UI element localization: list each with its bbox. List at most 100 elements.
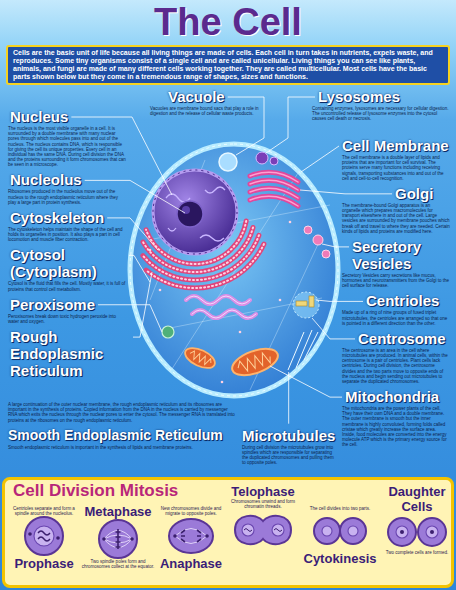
label-slot: Vacuole	[168, 88, 225, 105]
mitosis-figure	[322, 526, 332, 536]
part-note: A large continuation of the outer nuclea…	[8, 402, 238, 423]
ribosome	[279, 299, 282, 302]
label-slot: Secretory Vesicles carry secretions like…	[342, 273, 450, 289]
stage-name: Prophase	[8, 556, 80, 571]
label-slot: Microtubules	[242, 427, 335, 444]
stage-note: New chromosomes divide and migrate to op…	[156, 506, 226, 516]
label-slot: Centrioles	[366, 292, 439, 309]
mitochondrion	[229, 343, 282, 380]
leader-line	[228, 97, 264, 155]
mitosis-figure	[56, 536, 60, 540]
golgi	[250, 172, 298, 206]
secretory-vesicle	[304, 226, 312, 234]
label-slot: Made up of a ring of nine groups of fuse…	[342, 310, 450, 326]
mitosis-figure	[169, 519, 213, 553]
microtubule	[288, 330, 318, 370]
mitosis-figure	[169, 519, 213, 553]
label-slot: Cytosol (Cytoplasm)	[10, 246, 126, 280]
peroxisome	[162, 326, 174, 338]
label-slot: The nucleus is the most visible organell…	[8, 126, 126, 167]
part-name: Centrioles	[366, 292, 439, 309]
mitosis-figure	[235, 516, 291, 544]
part-name: Cytoskeleton	[10, 209, 104, 226]
part-note: Vacuoles are membrane bound sacs that pl…	[150, 106, 260, 116]
label-slot: The centrosome is an area in the cell wh…	[342, 348, 450, 384]
label-slot: A large continuation of the outer nuclea…	[8, 402, 238, 423]
cell-membrane	[130, 144, 338, 396]
part-note: During cell division the microtubules gr…	[242, 445, 338, 466]
part-name: Rough Endoplasmic Reticulum	[10, 328, 130, 379]
part-note: Peroxisomes break down toxic hydrogen pe…	[8, 314, 126, 324]
label-slot: Centrosome	[358, 330, 446, 347]
leader-line	[301, 146, 339, 172]
mitosis-figure	[130, 537, 134, 541]
part-note: The mitochondria are the power plants of…	[342, 406, 450, 447]
label-slot: Cell Membrane	[342, 137, 449, 154]
part-note: Ribosomes produced in the nucleolus move…	[8, 189, 126, 205]
label-slot: Golgi	[395, 185, 433, 202]
part-name: Nucleolus	[10, 171, 82, 188]
ribosome	[221, 381, 224, 384]
mitosis-figure	[173, 534, 177, 538]
label-slot: Smooth endoplasmic reticulum is importan…	[8, 445, 193, 450]
part-name: Smooth Endoplasmic Reticulum	[8, 427, 223, 444]
cell-membrane	[130, 144, 338, 396]
ribosome	[289, 221, 292, 224]
mitochondrion	[182, 344, 218, 372]
mitosis-figure	[116, 529, 121, 549]
mitosis-figure	[314, 518, 366, 544]
label-slot: Mitochondria	[345, 388, 439, 405]
mitochondrion	[182, 344, 218, 372]
smooth-er	[186, 296, 256, 318]
ribosome	[149, 221, 292, 384]
label-slot: Nucleolus	[10, 171, 82, 188]
label-slot: The cytoskeleton helps maintain the shap…	[8, 227, 126, 243]
intro-box: Cells are the basic unit of life because…	[6, 45, 450, 85]
page-title: The Cell	[0, 0, 456, 45]
mitochondrion	[188, 350, 212, 367]
stage-cell: Daughter CellsTwo complete cells are for…	[381, 484, 453, 555]
mitosis-figure	[388, 518, 416, 546]
lysosome	[270, 157, 278, 165]
mitosis-figure	[388, 518, 446, 546]
part-note: The membrane-bound Golgi apparatus is an…	[342, 203, 450, 234]
label-slot: Secretory Vesicles	[352, 238, 450, 272]
mitosis-figure	[400, 530, 404, 534]
intro-text: Cells are the basic unit of life because…	[13, 49, 443, 81]
stage-note: Chromosomes unwind and form chromatin th…	[227, 499, 299, 509]
label-slot: Containing enzymes, lysosomes are necess…	[312, 106, 450, 122]
secretory-vesicle	[322, 250, 330, 258]
mitosis-figure	[25, 517, 63, 555]
secretory-vesicle	[304, 226, 330, 258]
mitosis-figure	[38, 531, 50, 541]
leader-line	[288, 372, 289, 424]
part-note: The cell membrane is a double layer of l…	[342, 155, 450, 181]
mitosis-figure	[34, 526, 54, 546]
stage-cell: New chromosomes divide and migrate to op…	[156, 506, 226, 571]
mitosis-figure	[426, 526, 438, 538]
part-name: Mitochondria	[345, 388, 439, 405]
mitosis-figure	[25, 517, 63, 555]
golgi	[250, 172, 298, 206]
part-note: The cytoskeleton helps maintain the shap…	[8, 227, 126, 243]
leader-line	[316, 300, 363, 301]
mitosis-figure	[28, 532, 32, 536]
nucleolus	[182, 206, 190, 214]
mitosis-figure	[205, 534, 209, 538]
nucleolus	[177, 201, 203, 227]
label-slot: Lysosomes	[318, 88, 400, 105]
part-name: Cytosol (Cytoplasm)	[10, 246, 126, 280]
part-name: Secretory Vesicles	[352, 238, 450, 272]
stage-name: Anaphase	[156, 556, 226, 571]
centrosome	[293, 292, 319, 318]
mitosis-figure	[235, 516, 291, 544]
centrosome	[293, 292, 319, 318]
part-name: Centrosome	[358, 330, 446, 347]
stage-name: Cytokinesis	[300, 551, 380, 566]
leader-line	[266, 97, 315, 153]
part-note: The centrosome is an area in the cell wh…	[342, 348, 450, 384]
centriole	[296, 296, 314, 307]
part-name: Microtubules	[242, 427, 335, 444]
